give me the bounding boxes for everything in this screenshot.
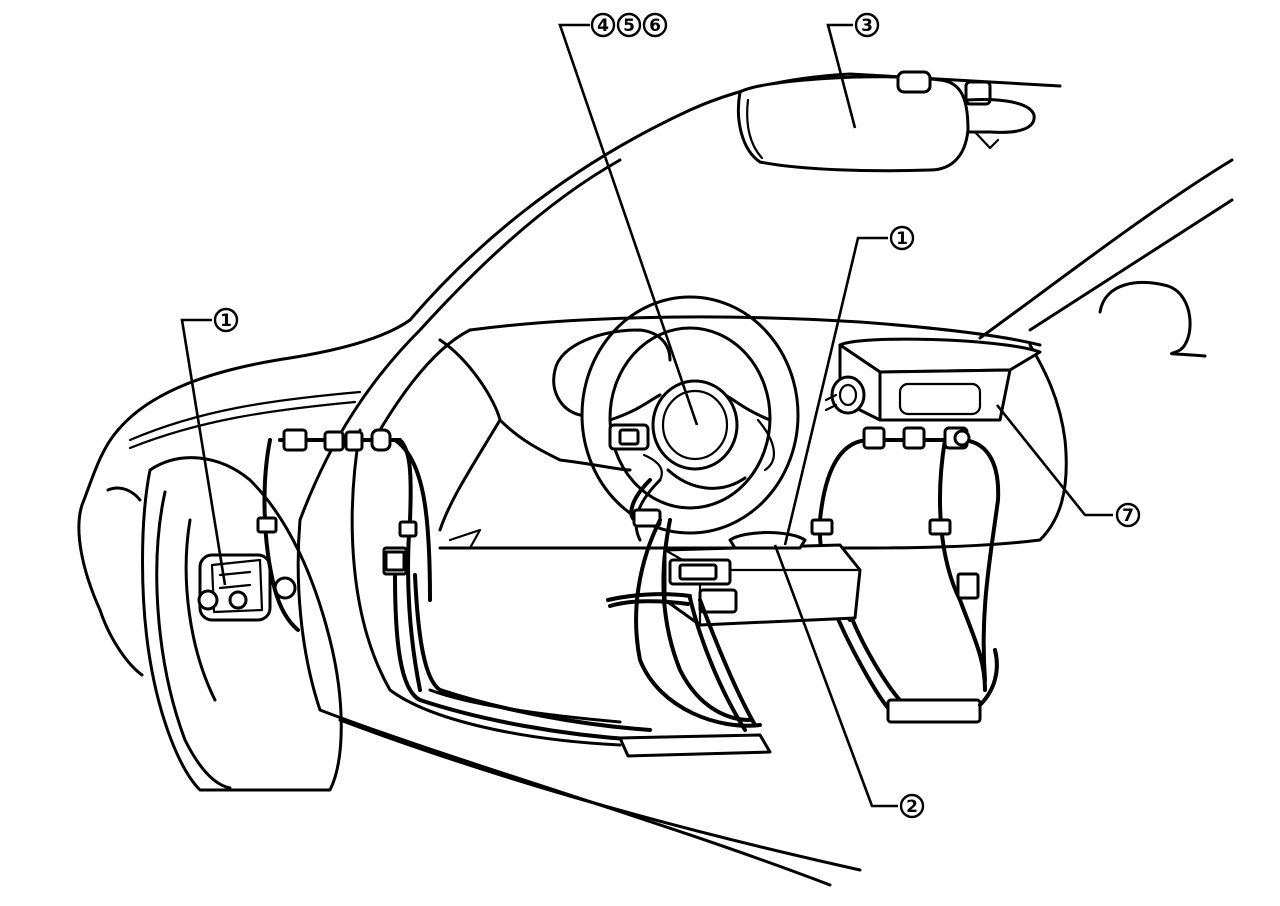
sensor-diagnosis-unit bbox=[606, 531, 862, 758]
svg-text:3: 3 bbox=[861, 16, 873, 36]
svg-text:4: 4 bbox=[597, 16, 609, 36]
svg-text:7: 7 bbox=[1122, 506, 1134, 526]
callout-2: 2 bbox=[899, 793, 925, 819]
svg-text:2: 2 bbox=[906, 797, 918, 817]
front-wheel bbox=[141, 456, 343, 792]
svg-text:5: 5 bbox=[623, 16, 635, 36]
callout-1-right: 1 bbox=[889, 225, 915, 251]
leader-lines bbox=[180, 23, 1113, 808]
car-body bbox=[77, 72, 1234, 887]
svg-text:1: 1 bbox=[896, 229, 908, 249]
callout-5: 5 bbox=[616, 12, 642, 38]
callouts: 1 1 2 3 4 5 6 7 bbox=[213, 12, 1141, 819]
callout-3: 3 bbox=[854, 12, 880, 38]
callout-4: 4 bbox=[590, 12, 616, 38]
front-sensor-harness bbox=[256, 428, 652, 742]
svg-text:6: 6 bbox=[649, 16, 661, 36]
sun-visor-assembly bbox=[736, 70, 1036, 173]
callout-6: 6 bbox=[642, 12, 668, 38]
svg-text:1: 1 bbox=[220, 311, 232, 331]
callout-1-left: 1 bbox=[213, 307, 239, 333]
dashboard bbox=[438, 295, 1068, 728]
callout-7: 7 bbox=[1115, 502, 1141, 528]
passenger-airbag-module bbox=[810, 337, 1042, 724]
